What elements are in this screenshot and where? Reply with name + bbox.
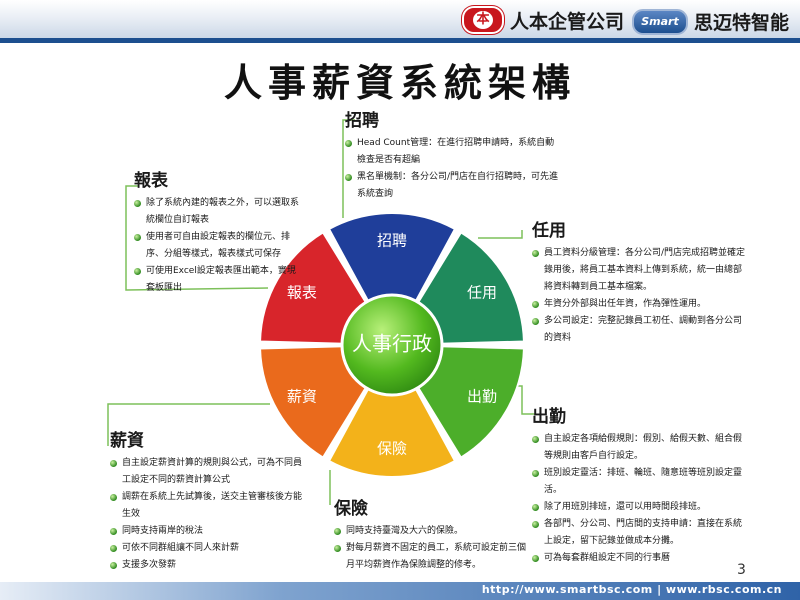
- salary-item: 調薪在系統上先試算後，送交主管審核後方能生效: [110, 489, 310, 523]
- connector-salary: [107, 403, 270, 446]
- salary-list: 自主設定薪資計算的規則與公式，可為不同員工設定不同的薪資計算公式 調薪在系統上先…: [110, 455, 310, 574]
- page-title: 人事薪資系統架構: [223, 60, 576, 105]
- wheel-segment-label: 任用: [467, 284, 497, 302]
- attendance-block: 出勤 自主設定各項給假規則：假別、給假天數、組合假等規則由客戶自行設定。 班別設…: [532, 402, 747, 567]
- attendance-item: 班別設定靈活：排班、輪班、隨意班等班別設定靈活。: [532, 465, 747, 499]
- report-block: 報表 除了系統內建的報表之外，可以選取系統欄位自訂報表 使用者可自由設定報表的欄…: [134, 166, 302, 297]
- wheel-center: [340, 293, 444, 397]
- employ-heading: 任用: [532, 221, 566, 241]
- report-item: 可使用Excel設定報表匯出範本，實現套板匯出: [134, 263, 302, 297]
- recruit-block: 招聘 Head Count管理：在進行招聘申請時，系統自動檢查是否有超編 黑名單…: [345, 106, 560, 203]
- report-item: 使用者可自由設定報表的欄位元、排序、分組等樣式，報表樣式可保存: [134, 229, 302, 263]
- attendance-item: 除了用班別排班，還可以用時間段排班。: [532, 499, 747, 516]
- salary-item: 可依不同群組讓不同人來計薪: [110, 540, 310, 557]
- renben-logo: 本 人本企管公司: [462, 6, 624, 34]
- wheel-segment-label: 報表: [287, 284, 317, 302]
- salary-heading: 薪資: [110, 431, 144, 451]
- connector-report: [125, 185, 269, 291]
- footer-bar: [0, 582, 800, 600]
- smart-logo-mark: Smart: [632, 8, 688, 35]
- recruit-heading: 招聘: [345, 111, 379, 131]
- insurance-list: 同時支持臺灣及大六的保險。 對每月薪資不固定的員工，系統可設定前三個月平均薪資作…: [334, 523, 534, 574]
- insurance-item: 對每月薪資不固定的員工，系統可設定前三個月平均薪資作為保險調整的修考。: [334, 540, 534, 574]
- renben-company-name: 人本企管公司: [510, 10, 625, 33]
- recruit-item: Head Count管理：在進行招聘申請時，系統自動檢查是否有超編: [345, 135, 560, 169]
- smart-logo: Smart 思迈特智能: [632, 8, 789, 35]
- recruit-list: Head Count管理：在進行招聘申請時，系統自動檢查是否有超編 黑名單機制：…: [345, 135, 560, 203]
- connector-employ: [478, 230, 523, 239]
- attendance-list: 自主設定各項給假規則：假別、給假天數、組合假等規則由客戶自行設定。 班別設定靈活…: [532, 431, 747, 567]
- connector-recruit: [342, 119, 355, 218]
- page-number: 3: [737, 562, 746, 578]
- wheel-segment-label: 出勤: [467, 388, 497, 406]
- employ-item: 年資分外部與出任年資，作為彈性運用。: [532, 296, 747, 313]
- employ-list: 員工資料分級管理：各分公司/門店完成招聘並確定錄用後，將員工基本資料上傳到系統，…: [532, 245, 747, 347]
- report-item: 除了系統內建的報表之外，可以選取系統欄位自訂報表: [134, 195, 302, 229]
- renben-logo-mark: 本: [462, 6, 504, 34]
- attendance-item: 各部門、分公司、門店間的支持申請：直接在系統上設定，留下記錄並做成本分攤。: [532, 516, 747, 550]
- wheel-segment-label: 招聘: [377, 232, 407, 250]
- insurance-heading: 保險: [334, 499, 368, 519]
- recruit-item: 黑名單機制：各分公司/門店在自行招聘時，可先進系統查詢: [345, 169, 560, 203]
- wheel-segment-label: 保險: [377, 440, 407, 458]
- salary-item: 自主設定薪資計算的規則與公式，可為不同員工設定不同的薪資計算公式: [110, 455, 310, 489]
- header-divider: [0, 38, 800, 43]
- salary-item: 支援多次發薪: [110, 557, 310, 574]
- report-list: 除了系統內建的報表之外，可以選取系統欄位自訂報表 使用者可自由設定報表的欄位元、…: [134, 195, 302, 297]
- employ-block: 任用 員工資料分級管理：各分公司/門店完成招聘並確定錄用後，將員工基本資料上傳到…: [532, 216, 747, 347]
- attendance-heading: 出勤: [532, 407, 566, 427]
- wheel-segment-label: 薪資: [287, 388, 317, 406]
- wheel-center-label: 人事行政: [352, 332, 432, 356]
- footer-url[interactable]: http://www.smartbsc.com | www.rbsc.com.c…: [481, 583, 782, 596]
- salary-block: 薪資 自主設定薪資計算的規則與公式，可為不同員工設定不同的薪資計算公式 調薪在系…: [110, 426, 310, 574]
- insurance-item: 同時支持臺灣及大六的保險。: [334, 523, 534, 540]
- employ-item: 多公司設定：完整記錄員工初任、調動到各分公司的資料: [532, 313, 747, 347]
- attendance-item: 可為每套群組設定不同的行事曆: [532, 550, 747, 567]
- attendance-item: 自主設定各項給假規則：假別、給假天數、組合假等規則由客戶自行設定。: [532, 431, 747, 465]
- salary-item: 同時支持兩岸的稅法: [110, 523, 310, 540]
- report-heading: 報表: [134, 171, 168, 191]
- smart-company-name: 思迈特智能: [694, 12, 790, 34]
- insurance-block: 保險 同時支持臺灣及大六的保險。 對每月薪資不固定的員工，系統可設定前三個月平均…: [334, 494, 534, 574]
- employ-item: 員工資料分級管理：各分公司/門店完成招聘並確定錄用後，將員工基本資料上傳到系統，…: [532, 245, 747, 296]
